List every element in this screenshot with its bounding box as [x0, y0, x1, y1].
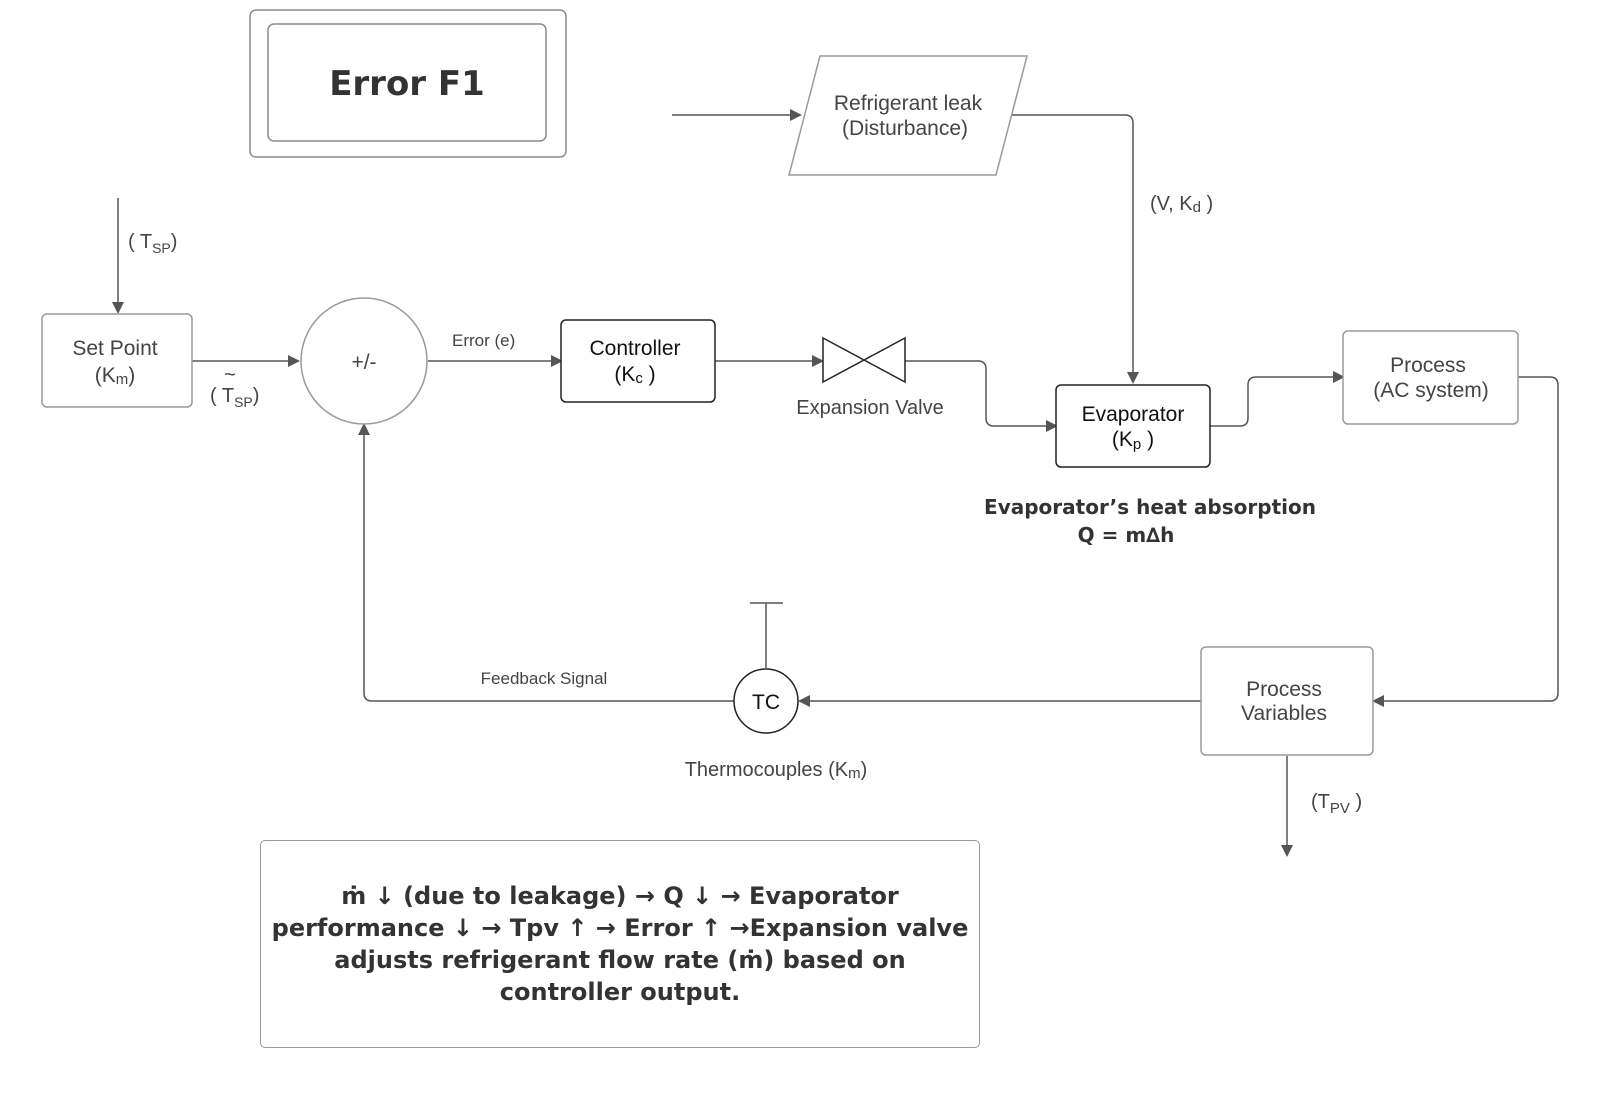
process-label: Process	[1390, 354, 1466, 377]
set-point-gain: (Km)	[95, 364, 136, 388]
evaporator-gain: (Kp )	[1112, 428, 1154, 453]
process-system: (AC system)	[1373, 379, 1489, 402]
edge-evaporator-process	[1210, 371, 1345, 427]
set-point-label: Set Point	[72, 337, 157, 360]
tsp-tilde-label: ( TSP)	[210, 385, 259, 410]
valve-icon	[822, 336, 906, 384]
tsp-tilde-mark: ~	[224, 364, 236, 386]
evaporator-label: Evaporator	[1082, 403, 1185, 426]
edge-feedback	[358, 423, 735, 702]
tpv-label: (TPV )	[1311, 791, 1362, 817]
tsp-label: ( TSP)	[128, 231, 177, 256]
expansion-valve-label: Expansion Valve	[796, 397, 944, 419]
explanation-text: ṁ ↓ (due to leakage) → Q ↓ → Evaporator …	[271, 882, 969, 1006]
controller-label: Controller	[589, 337, 680, 360]
evaporator-block[interactable]: Evaporator (Kp )	[1055, 384, 1211, 468]
summing-junction[interactable]: +/-	[300, 297, 428, 425]
heat-absorption-equation: Q = m∆h	[1078, 523, 1175, 547]
process-block[interactable]: Process (AC system)	[1342, 330, 1519, 425]
expansion-valve[interactable]: Expansion Valve	[796, 336, 944, 419]
heat-absorption-title: Evaporator’s heat absorption	[984, 495, 1316, 519]
controller-gain: (Kc )	[614, 363, 655, 387]
title-text: Error F1	[329, 64, 485, 104]
feedback-signal-label: Feedback Signal	[481, 669, 608, 688]
set-point-block[interactable]: Set Point (Km)	[41, 313, 193, 408]
explanation-note: ṁ ↓ (due to leakage) → Q ↓ → Evaporator …	[260, 840, 980, 1048]
edge-process-variables	[1372, 376, 1559, 707]
disturbance-label: Refrigerant leak	[834, 92, 983, 115]
edge-valve-evaporator	[905, 360, 1058, 432]
v-kd-label: (V, Kd )	[1150, 193, 1213, 216]
error-signal-label: Error (e)	[452, 331, 515, 350]
process-variables-line1: Process	[1246, 678, 1322, 701]
tc-label: TC	[752, 691, 780, 714]
controller-block[interactable]: Controller (Kc )	[560, 319, 716, 403]
process-variables-line2: Variables	[1241, 702, 1327, 725]
edge-disturbance-evaporator	[1012, 114, 1139, 384]
disturbance-block[interactable]: Refrigerant leak (Disturbance)	[788, 55, 1028, 176]
thermocouple-node[interactable]: TC	[733, 668, 799, 734]
process-variables-block[interactable]: Process Variables	[1200, 646, 1374, 756]
disturbance-type: (Disturbance)	[842, 117, 968, 140]
summing-label: +/-	[351, 351, 376, 374]
title-box: Error F1	[249, 9, 567, 158]
thermocouples-label: Thermocouples (Km)	[685, 759, 868, 782]
edges	[112, 109, 1559, 857]
